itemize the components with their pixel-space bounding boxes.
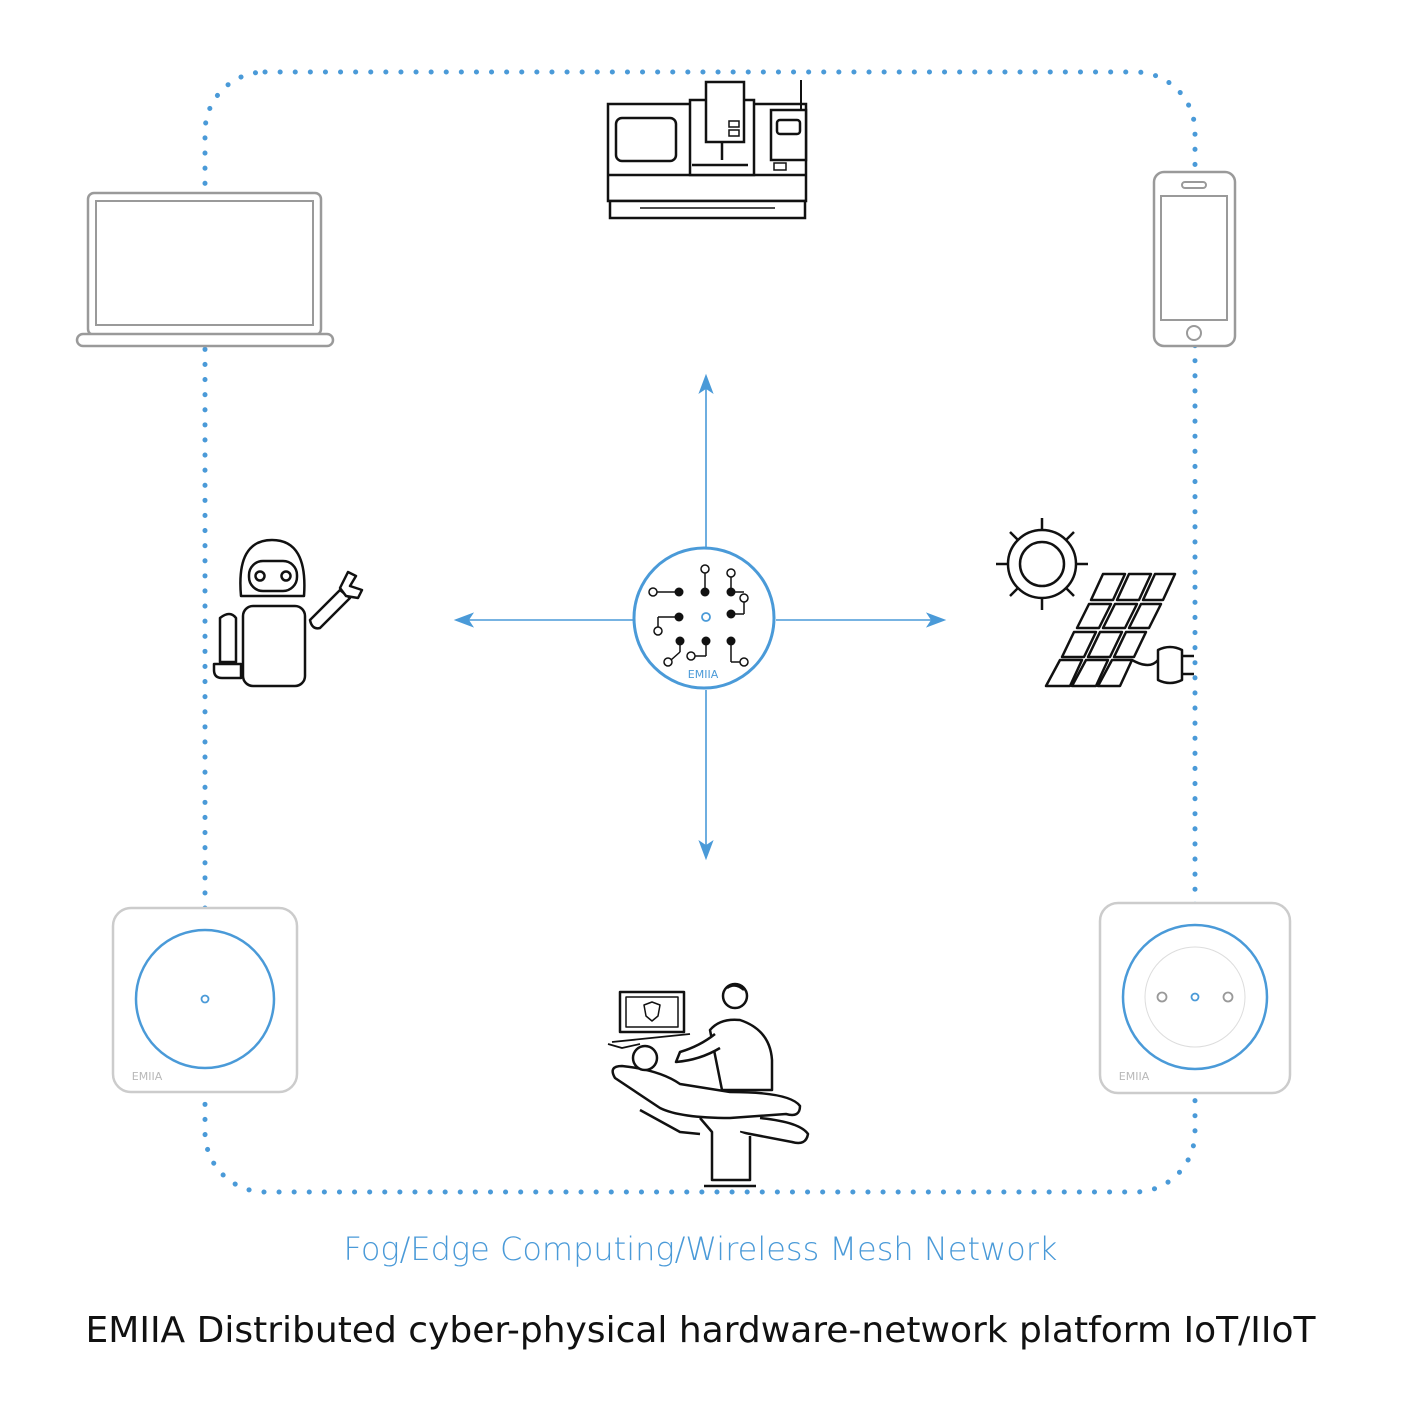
- cnc-machine-icon: [606, 80, 808, 220]
- mesh-node-left-label: EMIIA: [132, 1070, 163, 1083]
- circuit-hub-icon: EMIIA: [632, 546, 776, 690]
- solar-panel-icon: [996, 518, 1194, 688]
- laptop-icon: [75, 191, 335, 348]
- mesh-node-right-label: EMIIA: [1119, 1070, 1150, 1083]
- dentist-chair-icon: [607, 982, 810, 1188]
- smart-socket-icon: EMIIA: [1098, 901, 1292, 1095]
- robot-icon: [212, 538, 364, 688]
- mesh-network-loop: [202, 69, 1198, 1195]
- hub-arrows: [453, 373, 947, 861]
- platform-caption: EMIIA Distributed cyber-physical hardwar…: [85, 1310, 1316, 1351]
- smartphone-icon: [1152, 170, 1237, 348]
- mesh-node-icon: EMIIA: [111, 906, 299, 1094]
- hub-label: EMIIA: [688, 668, 719, 681]
- network-caption: Fog/Edge Computing/Wireless Mesh Network: [343, 1230, 1058, 1268]
